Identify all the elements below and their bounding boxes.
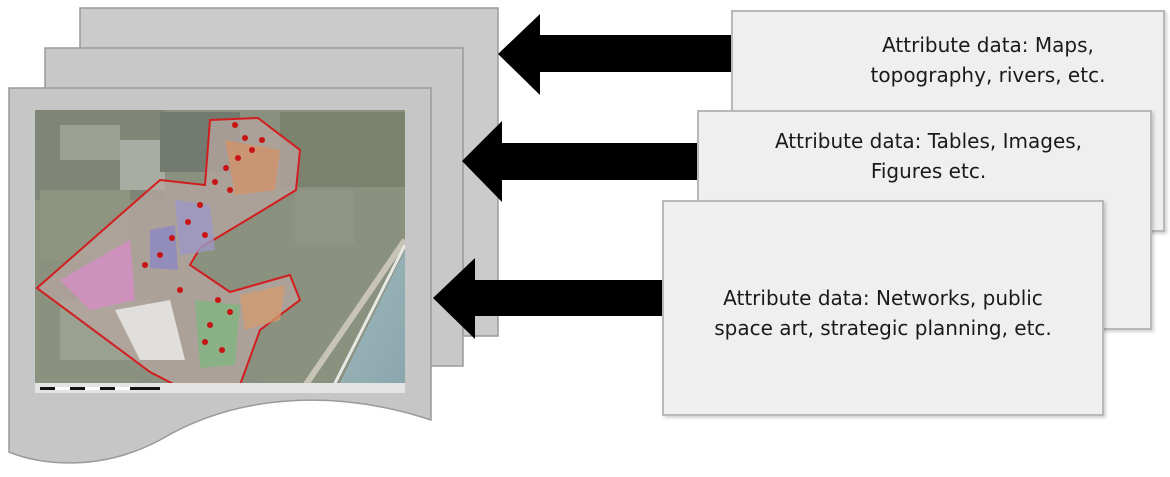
arrow-1 (498, 14, 735, 95)
arrow-3 (433, 258, 665, 339)
arrow-2 (462, 121, 700, 202)
attribute-box-tables-text: Attribute data: Tables, Images, Figures … (774, 129, 1083, 183)
attribute-box-maps-text: Attribute data: Maps, topography, rivers… (870, 33, 1106, 87)
map-point-markers (142, 122, 265, 353)
attribute-box-networks-text: Attribute data: Networks, public space a… (714, 286, 1052, 340)
aerial-map-image (35, 110, 405, 393)
attribute-box-networks: Attribute data: Networks, public space a… (662, 200, 1104, 416)
